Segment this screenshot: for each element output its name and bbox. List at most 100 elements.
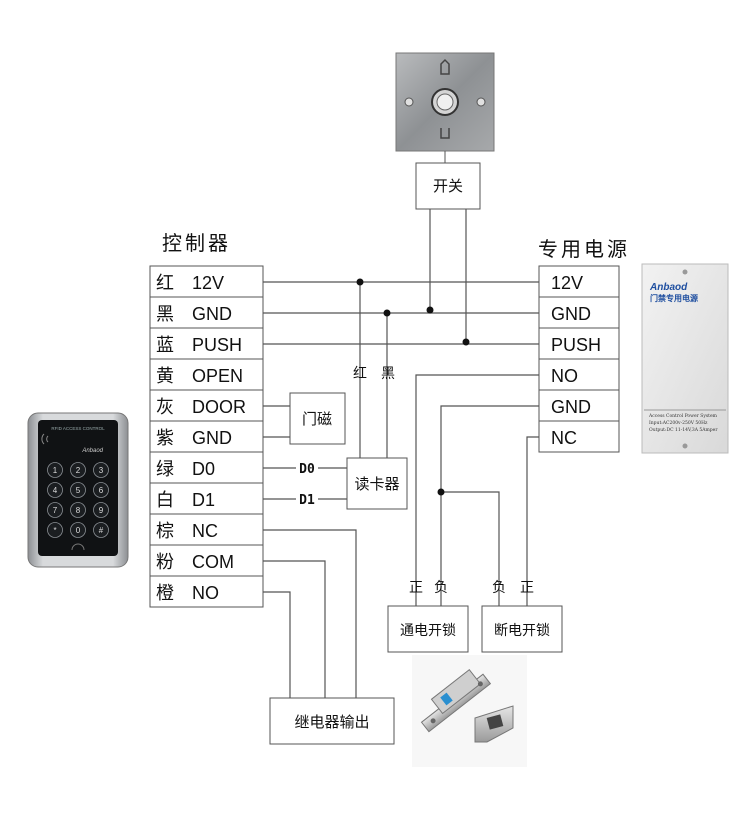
d0-wire-label: D0 — [299, 462, 315, 477]
wire-color-label: 红 — [156, 273, 174, 294]
keypad-key-ring — [70, 522, 86, 538]
keypad-key-ring — [93, 522, 109, 538]
keypad-key-ring — [47, 482, 63, 498]
signal-label: GND — [192, 428, 232, 448]
keypad-key: 6 — [93, 482, 109, 498]
fail-safe-lock-label: 断电开锁 — [494, 623, 550, 639]
reader-box: 读卡器 — [346, 457, 408, 510]
wire-lock-gnd-branch — [441, 491, 500, 606]
fail-safe-lock-box: 断电开锁 — [481, 605, 563, 653]
keypad-key-label: 1 — [53, 466, 58, 475]
keypad-key-ring — [93, 482, 109, 498]
terminal-cell — [538, 265, 620, 298]
keypad-key-ring — [70, 462, 86, 478]
relay-output-label: 继电器输出 — [294, 713, 369, 731]
controller-terminal-row: 蓝 PUSH — [149, 327, 264, 360]
lock1-pos-label: 正 — [409, 580, 423, 596]
controller-terminal-row: 橙 NO — [149, 575, 264, 608]
psu-signal-label: PUSH — [551, 335, 601, 355]
signal-label: D1 — [192, 490, 215, 510]
wire-color-label: 橙 — [156, 583, 174, 604]
power-supply-photo: Anbaod 门禁专用电源 Access Control Power Syste… — [641, 263, 729, 454]
wire-lock-gnd — [440, 405, 539, 606]
wire-color-label: 灰 — [156, 397, 174, 418]
keypad-key-ring — [70, 482, 86, 498]
keypad-key-ring — [70, 502, 86, 518]
terminal-cell — [149, 482, 264, 515]
psu-spec-1: Access Control Power System — [648, 413, 718, 419]
psu-signal-label: NO — [551, 366, 578, 386]
junction-dots — [356, 278, 470, 496]
terminal-cell — [149, 451, 264, 484]
keypad-key: 7 — [47, 502, 63, 518]
fail-secure-lock-box: 通电开锁 — [387, 605, 469, 653]
keypad-key-label: 8 — [76, 506, 81, 515]
wire-color-label: 绿 — [156, 459, 174, 480]
wire-color-label: 黄 — [156, 366, 174, 387]
keypad-key: 9 — [93, 502, 109, 518]
junction-dot — [437, 488, 445, 496]
signal-label: D0 — [192, 459, 215, 479]
lock1-neg-label: 负 — [434, 580, 448, 596]
keypad-key-label: 5 — [76, 486, 81, 495]
wire-color-label: 白 — [156, 490, 174, 511]
keypad-key-label: 9 — [99, 506, 104, 515]
psu-signal-label: GND — [551, 304, 591, 324]
junction-dot — [462, 338, 470, 346]
signal-label: OPEN — [192, 366, 243, 386]
door-contact-label: 门磁 — [302, 410, 332, 428]
power-supply-title: 专用电源 — [538, 237, 630, 261]
psu-terminal-row: NC — [538, 420, 620, 453]
signal-label: NO — [192, 583, 219, 603]
psu-signal-label: 12V — [551, 273, 583, 293]
controller-terminal-row: 棕 NC — [149, 513, 264, 546]
door-contact-box: 门磁 — [289, 392, 346, 445]
wire-relay-com — [263, 560, 326, 698]
junction-dot — [356, 278, 364, 286]
wire-color-label: 粉 — [156, 552, 174, 573]
lock2-pos-label: 正 — [520, 580, 534, 596]
exit-switch-box: 开关 — [415, 162, 481, 210]
psu-signal-label: NC — [551, 428, 577, 448]
signal-label: PUSH — [192, 335, 242, 355]
keypad-key-label: 6 — [99, 486, 104, 495]
keypad-key-label: * — [53, 526, 56, 535]
keypad-key-ring — [47, 462, 63, 478]
relay-output-box: 继电器输出 — [269, 697, 395, 745]
power-supply-terminal-table: 12V GND PUSH NO GND NC — [538, 265, 620, 453]
psu-product-name: 门禁专用电源 — [650, 293, 698, 303]
psu-brand: Anbaod — [649, 282, 688, 293]
wire-lock-nc — [526, 436, 539, 606]
wire-color-label: 黑 — [156, 304, 174, 325]
wire-color-label: 棕 — [156, 521, 174, 542]
controller-terminal-row: 黄 OPEN — [149, 358, 264, 391]
keypad-key-label: 2 — [76, 466, 81, 475]
lock2-neg-label: 负 — [492, 580, 506, 596]
keypad-key: 8 — [70, 502, 86, 518]
keypad-key: 1 — [47, 462, 63, 478]
wire-color-label: 蓝 — [156, 335, 174, 356]
keypad-key-ring — [93, 502, 109, 518]
terminal-cell — [149, 575, 264, 608]
wire-relay-nc — [263, 529, 357, 698]
terminal-cell — [538, 358, 620, 391]
psu-terminal-row: GND — [538, 389, 620, 422]
keypad-key-ring — [93, 462, 109, 478]
keypad-key-label: 7 — [53, 506, 58, 515]
signal-label: NC — [192, 521, 218, 541]
psu-terminal-row: PUSH — [538, 327, 620, 360]
terminal-cell — [149, 265, 264, 298]
psu-terminal-row: 12V — [538, 265, 620, 298]
d1-label-bg — [296, 491, 318, 506]
controller-terminal-row: 白 D1 — [149, 482, 264, 515]
terminal-cell — [538, 296, 620, 329]
terminal-cell — [149, 296, 264, 329]
terminal-cell — [149, 358, 264, 391]
keypad-key: # — [93, 522, 109, 538]
